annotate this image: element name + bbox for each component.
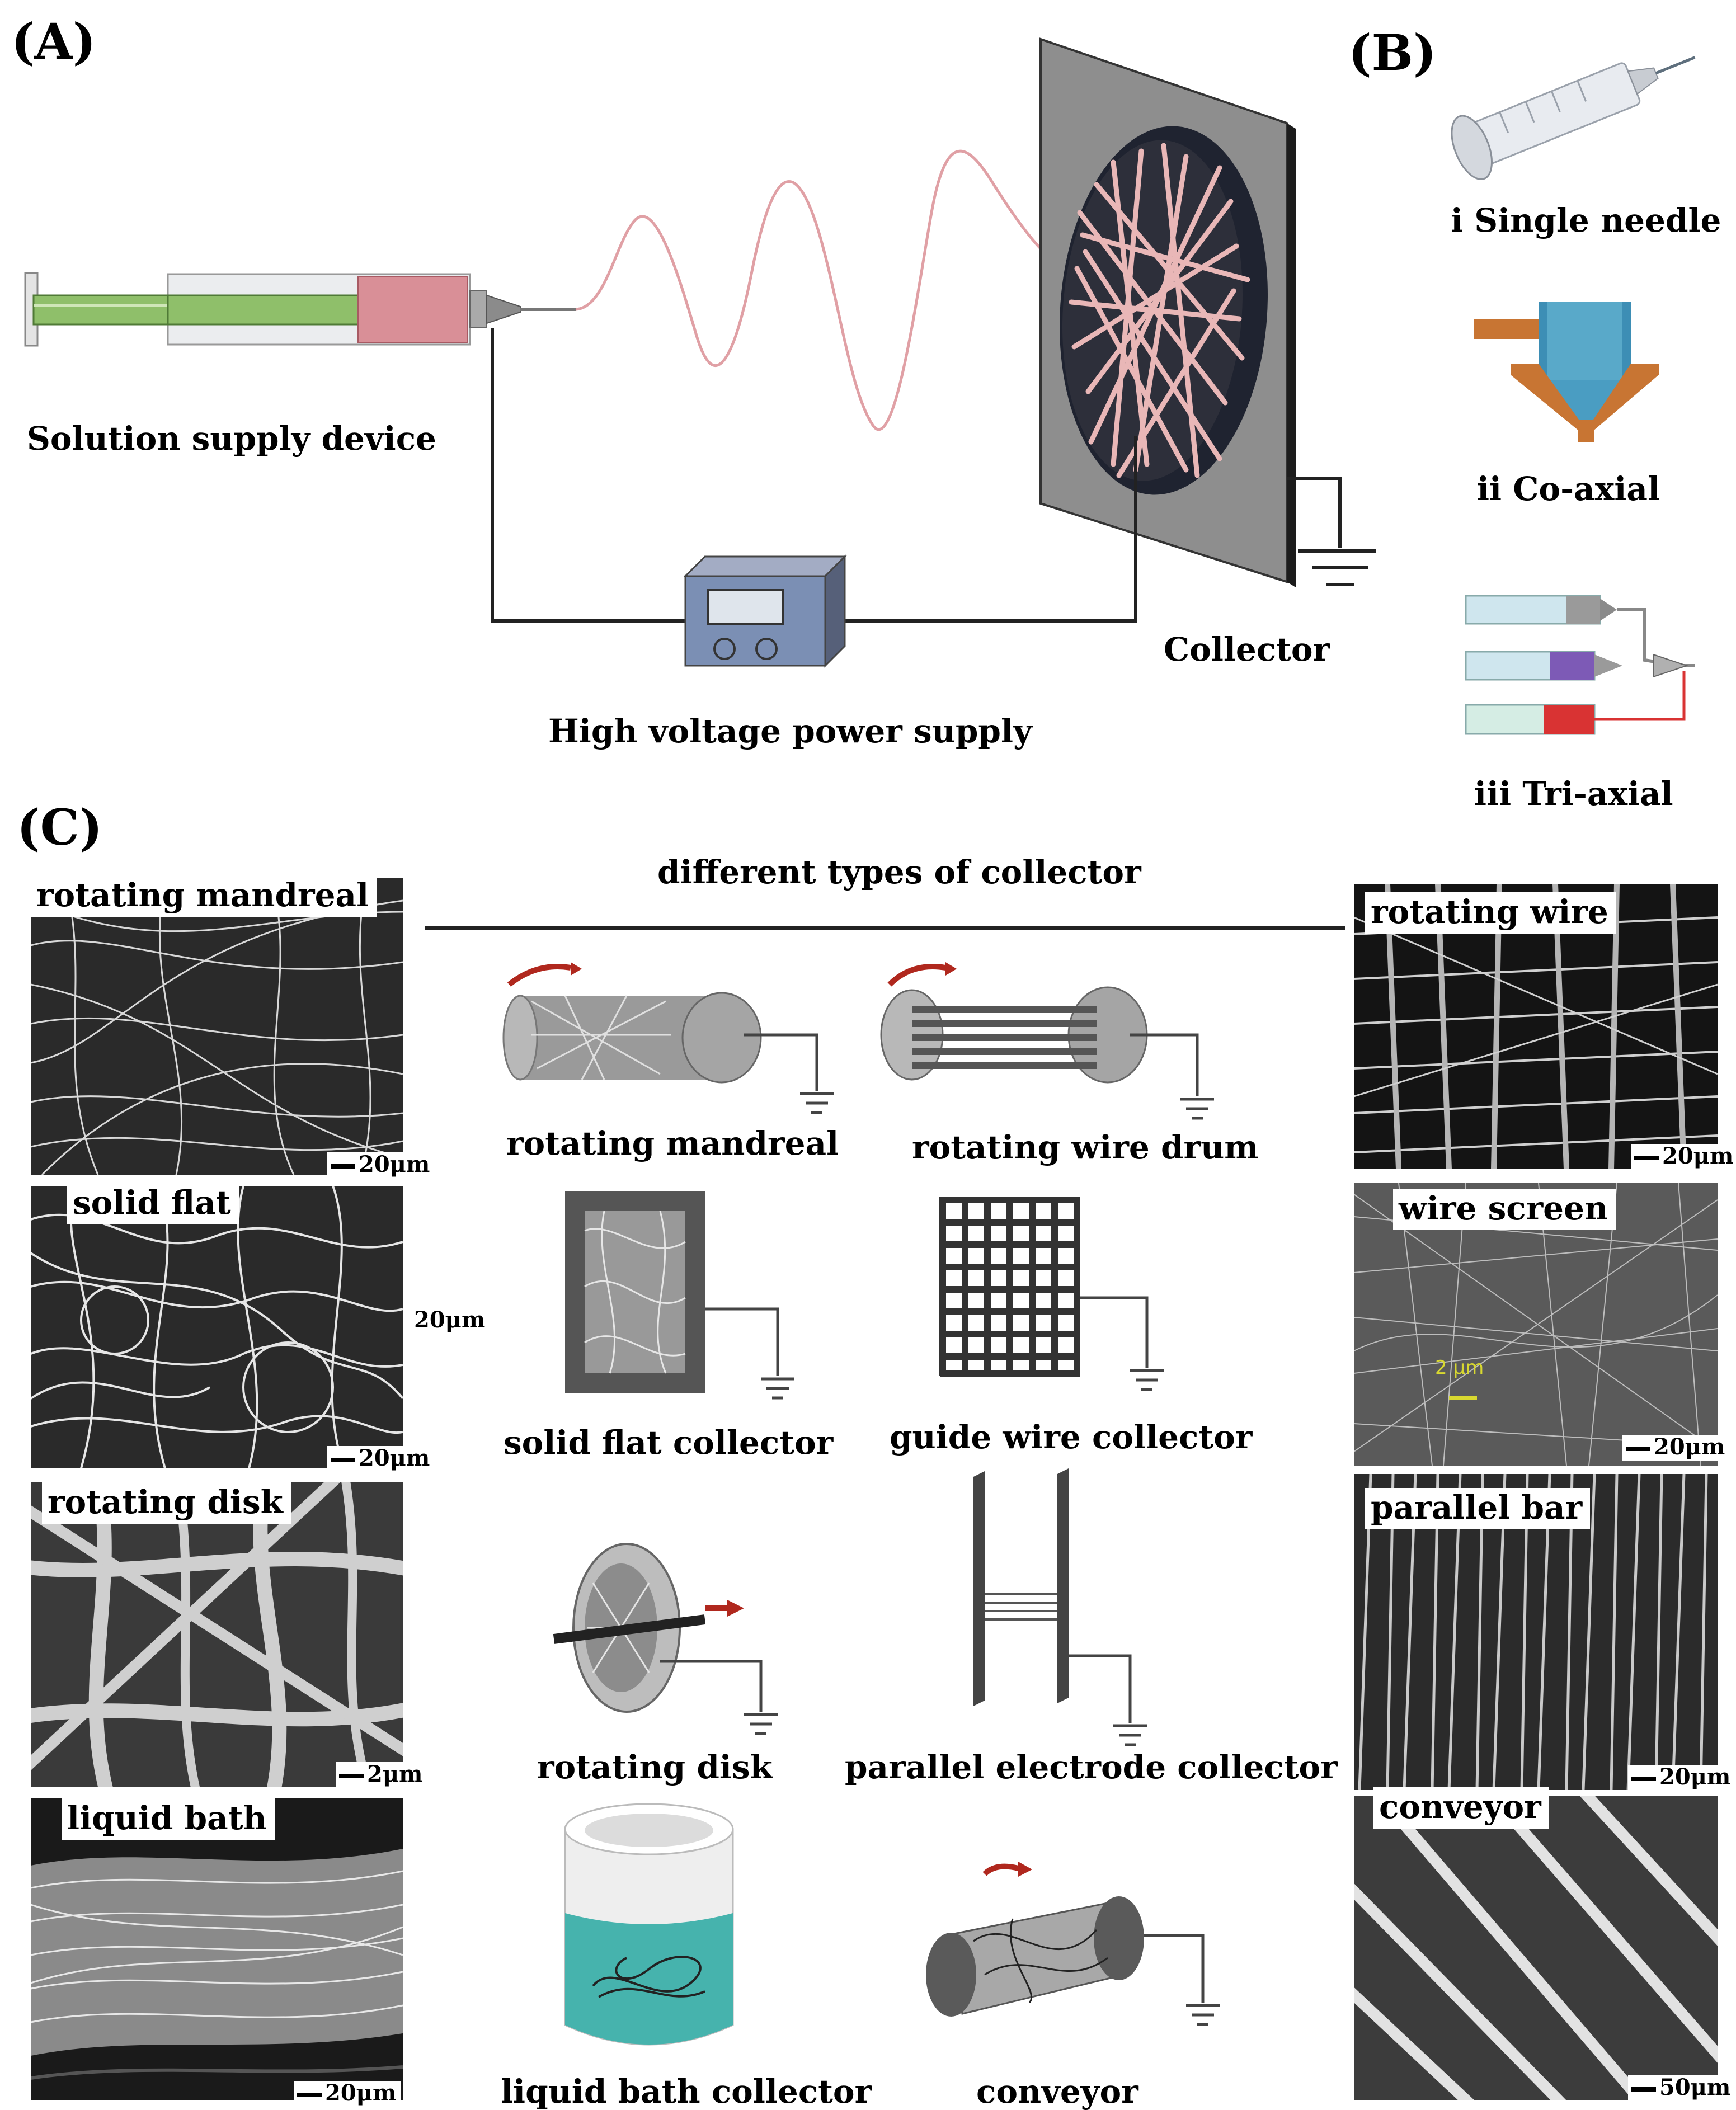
label-rotating-mandreal: rotating mandreal — [506, 1124, 839, 1162]
sem-solid-flat — [31, 1186, 403, 1468]
power-supply-label: High voltage power supply — [548, 712, 1032, 750]
inner-scale-bar — [1449, 1396, 1477, 1400]
solution-supply-label: Solution supply device — [27, 420, 436, 458]
panel-label-c: (C) — [17, 798, 103, 856]
collector-types-header: different types of collector — [657, 853, 1141, 891]
scale-bar-5: 20μm — [1631, 1144, 1736, 1170]
sem-label-rotating-mandreal: rotating mandreal — [31, 875, 377, 917]
scale-bar-8: 50μm — [1628, 2075, 1735, 2101]
single-needle-icon — [1451, 56, 1696, 181]
panel-label-b: (B) — [1348, 23, 1437, 82]
sem-label-rotating-disk: rotating disk — [42, 1482, 291, 1524]
sem-label-parallel-bar: parallel bar — [1365, 1488, 1591, 1529]
sem-label-wire-screen: wire screen — [1393, 1189, 1616, 1230]
sem-liquid-bath — [31, 1798, 403, 2100]
sem-conveyor — [1354, 1796, 1718, 2100]
sem-label-conveyor: conveyor — [1373, 1787, 1549, 1829]
scale-bar-6: 20μm — [1622, 1435, 1730, 1461]
power-supply-icon — [683, 554, 847, 668]
needle-types-diagram — [1451, 56, 1696, 735]
scale-bar-3: 2μm — [336, 1762, 427, 1788]
collector-plate-icon — [1039, 37, 1296, 587]
rotating-disk-icon — [553, 1543, 778, 1735]
rotating-wire-drum-icon — [880, 962, 1214, 1120]
stray-scale-label: 20μm — [414, 1307, 486, 1333]
label-conveyor: conveyor — [976, 2073, 1138, 2110]
jet-path — [576, 149, 1075, 431]
coaxial-needle-icon — [1474, 302, 1659, 442]
scale-bar-1: 20μm — [327, 1152, 435, 1178]
label-rotating-disk: rotating disk — [537, 1748, 773, 1786]
collector-label: Collector — [1164, 630, 1330, 668]
single-needle-label: i Single needle — [1451, 201, 1721, 239]
sem-rotating-mandreal — [31, 878, 403, 1175]
header-divider — [425, 926, 1345, 930]
coaxial-label: ii Co-axial — [1477, 470, 1660, 508]
scale-bar-2: 20μm — [327, 1446, 435, 1472]
label-rotating-wire-drum: rotating wire drum — [912, 1128, 1259, 1166]
panel-label-a: (A) — [11, 12, 96, 70]
guide-wire-grid-icon — [939, 1197, 1080, 1377]
ground-icon — [1287, 477, 1376, 586]
wire-right — [842, 436, 1137, 623]
parallel-electrode-icon — [973, 1468, 1147, 1746]
sem-rotating-disk — [31, 1482, 403, 1787]
collector-types-diagram — [502, 962, 1220, 2046]
scale-bar-7: 20μm — [1628, 1765, 1735, 1791]
wire-left — [491, 328, 688, 623]
triaxial-needle-icon — [1465, 595, 1695, 735]
inner-scale-label: 2 μm — [1435, 1357, 1484, 1379]
label-parallel-electrode-collector: parallel electrode collector — [845, 1748, 1338, 1786]
triaxial-label: iii Tri-axial — [1474, 775, 1673, 813]
solid-flat-icon — [565, 1191, 794, 1400]
conveyor-icon — [926, 1862, 1220, 2026]
rotating-mandreal-icon — [502, 962, 834, 1114]
syringe-icon — [24, 272, 576, 347]
sem-label-liquid-bath: liquid bath — [62, 1798, 275, 1840]
liquid-bath-icon — [564, 1803, 734, 2046]
scale-bar-4: 20μm — [294, 2081, 401, 2107]
sem-label-solid-flat: solid flat — [67, 1183, 239, 1224]
label-guide-wire-collector: guide wire collector — [890, 1418, 1253, 1456]
sem-label-rotating-wire: rotating wire — [1365, 892, 1616, 934]
label-solid-flat-collector: solid flat collector — [504, 1424, 834, 1462]
label-liquid-bath-collector: liquid bath collector — [501, 2073, 872, 2110]
electrospinning-setup-diagram — [24, 37, 1376, 668]
